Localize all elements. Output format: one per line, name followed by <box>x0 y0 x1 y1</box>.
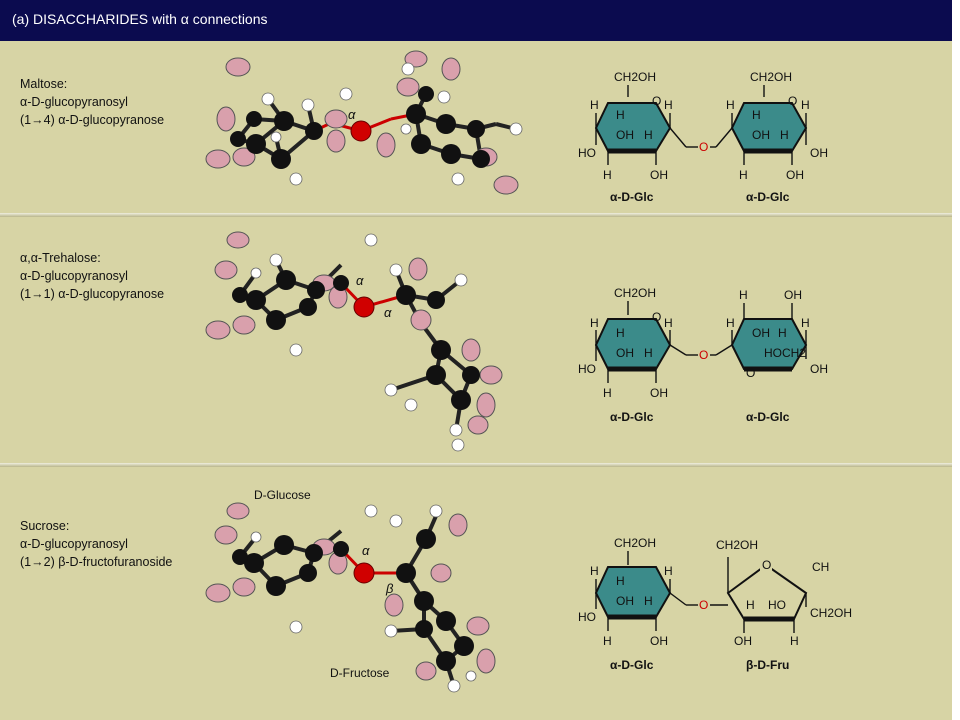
sucrose-beta-bond-label: β <box>385 581 394 596</box>
maltose-haworth-projection: CH2OH CH2OH O O H H <box>578 70 828 204</box>
figure-title: (a) DISACCHARIDES with α connections <box>12 11 268 27</box>
maltose-h: H <box>726 98 735 112</box>
maltose-h: H <box>752 108 761 122</box>
maltose-ring-o-1: O <box>652 94 661 108</box>
trehalose-h: H <box>778 326 787 340</box>
maltose-h: H <box>739 168 748 182</box>
trehalose-h: H <box>603 386 612 400</box>
trehalose-h: H <box>616 326 625 340</box>
maltose-h: H <box>664 98 673 112</box>
trehalose-ho: HO <box>578 362 596 376</box>
trehalose-name: α,α-Trehalose: <box>20 251 101 265</box>
maltose-oh: OH <box>650 168 668 182</box>
sucrose-ball-and-stick: D-Glucose D-Fructose <box>205 488 496 693</box>
trehalose-h: H <box>590 316 599 330</box>
sucrose-h: H <box>746 598 755 612</box>
sucrose-h: H <box>790 634 799 648</box>
trehalose-hoch2: HOCH2 <box>764 346 806 360</box>
trehalose-oh: OH <box>810 362 828 376</box>
trehalose-haworth-projection: CH2OH O O H H OH H H HO <box>578 286 828 424</box>
maltose-h: H <box>644 128 653 142</box>
maltose-linkage: (1→4) α-D-glucopyranose <box>20 113 165 127</box>
sucrose-alpha-bond-label: α <box>362 543 370 558</box>
maltose-residue-1: α-D-glucopyranosyl <box>20 95 128 109</box>
sucrose-oh: OH <box>616 594 634 608</box>
trehalose-h: H <box>664 316 673 330</box>
sucrose-ch: CH <box>812 560 829 574</box>
trehalose-linkage: (1→1) α-D-glucopyranose <box>20 287 165 301</box>
sucrose-h: H <box>590 564 599 578</box>
trehalose-ch2oh: CH2OH <box>614 286 656 300</box>
maltose-ring-o-2: O <box>788 94 797 108</box>
sucrose-panel: Sucrose: α-D-glucopyranosyl (1→2) β-D-fr… <box>6 467 950 720</box>
sucrose-h: H <box>644 594 653 608</box>
trehalose-h: H <box>644 346 653 360</box>
sucrose-description: Sucrose: α-D-glucopyranosyl (1→2) β-D-fr… <box>20 517 172 571</box>
maltose-oh: OH <box>616 128 634 142</box>
trehalose-ring-o-2: O <box>746 366 755 380</box>
sucrose-glycosidic-o: O <box>699 598 708 612</box>
trehalose-h: H <box>726 316 735 330</box>
trehalose-h: H <box>739 288 748 302</box>
sucrose-fru-ring-o: O <box>762 558 771 572</box>
figure-header: (a) DISACCHARIDES with α connections <box>0 0 952 41</box>
maltose-ch2oh-1: CH2OH <box>614 70 656 84</box>
sucrose-ch2oh-glc: CH2OH <box>614 536 656 550</box>
sucrose-linkage: (1→2) β-D-fructofuranoside <box>20 555 173 569</box>
sucrose-haworth-projection: CH2OH H H OH H H HO H OH O <box>578 536 852 672</box>
maltose-residue-2-label: α-D-Glc <box>746 190 790 204</box>
sucrose-residue-1: α-D-glucopyranosyl <box>20 537 128 551</box>
sucrose-ho: HO <box>768 598 786 612</box>
trehalose-ring-o-1: O <box>652 310 661 324</box>
sucrose-h: H <box>603 634 612 648</box>
maltose-glycosidic-o: O <box>699 140 708 154</box>
right-margin <box>952 0 960 720</box>
maltose-h: H <box>780 128 789 142</box>
panel-divider <box>0 213 952 217</box>
trehalose-h: H <box>801 316 810 330</box>
sucrose-fructose-label: D-Fructose <box>330 666 390 680</box>
trehalose-oh: OH <box>784 288 802 302</box>
maltose-oh: OH <box>752 128 770 142</box>
panel-divider <box>0 463 952 467</box>
maltose-h: H <box>603 168 612 182</box>
trehalose-residue-2-label: α-D-Glc <box>746 410 790 424</box>
trehalose-description: α,α-Trehalose: α-D-glucopyranosyl (1→1) … <box>20 249 164 303</box>
trehalose-residue-1-label: α-D-Glc <box>610 410 654 424</box>
sucrose-residue-1-label: α-D-Glc <box>610 658 654 672</box>
sucrose-h: H <box>664 564 673 578</box>
maltose-oh: OH <box>810 146 828 160</box>
sucrose-oh: OH <box>650 634 668 648</box>
maltose-alpha-bond-label: α <box>348 107 356 122</box>
trehalose-glycosidic-o: O <box>699 348 708 362</box>
sucrose-glucose-label: D-Glucose <box>254 488 311 502</box>
maltose-oh: OH <box>786 168 804 182</box>
maltose-ho: HO <box>578 146 596 160</box>
maltose-h: H <box>590 98 599 112</box>
trehalose-alpha-bond-label-2: α <box>384 305 392 320</box>
sucrose-ch2oh-fru-2: CH2OH <box>810 606 852 620</box>
maltose-residue-1-label: α-D-Glc <box>610 190 654 204</box>
trehalose-oh: OH <box>752 326 770 340</box>
maltose-ch2oh-2: CH2OH <box>750 70 792 84</box>
sucrose-h: H <box>616 574 625 588</box>
maltose-panel: Maltose: α-D-glucopyranosyl (1→4) α-D-gl… <box>6 45 950 213</box>
maltose-ball-and-stick: α <box>205 50 523 195</box>
trehalose-panel: α,α-Trehalose: α-D-glucopyranosyl (1→1) … <box>6 217 950 463</box>
trehalose-residue-1: α-D-glucopyranosyl <box>20 269 128 283</box>
sucrose-ho: HO <box>578 610 596 624</box>
trehalose-oh: OH <box>650 386 668 400</box>
maltose-h: H <box>616 108 625 122</box>
trehalose-alpha-bond-label-1: α <box>356 273 364 288</box>
maltose-name: Maltose: <box>20 77 68 91</box>
sucrose-ch2oh-fru: CH2OH <box>716 538 758 552</box>
trehalose-oh: OH <box>616 346 634 360</box>
sucrose-name: Sucrose: <box>20 519 70 533</box>
maltose-description: Maltose: α-D-glucopyranosyl (1→4) α-D-gl… <box>20 75 164 129</box>
trehalose-ball-and-stick: α α <box>205 231 503 452</box>
sucrose-oh: OH <box>734 634 752 648</box>
maltose-h: H <box>801 98 810 112</box>
sucrose-residue-2-label: β-D-Fru <box>746 658 789 672</box>
